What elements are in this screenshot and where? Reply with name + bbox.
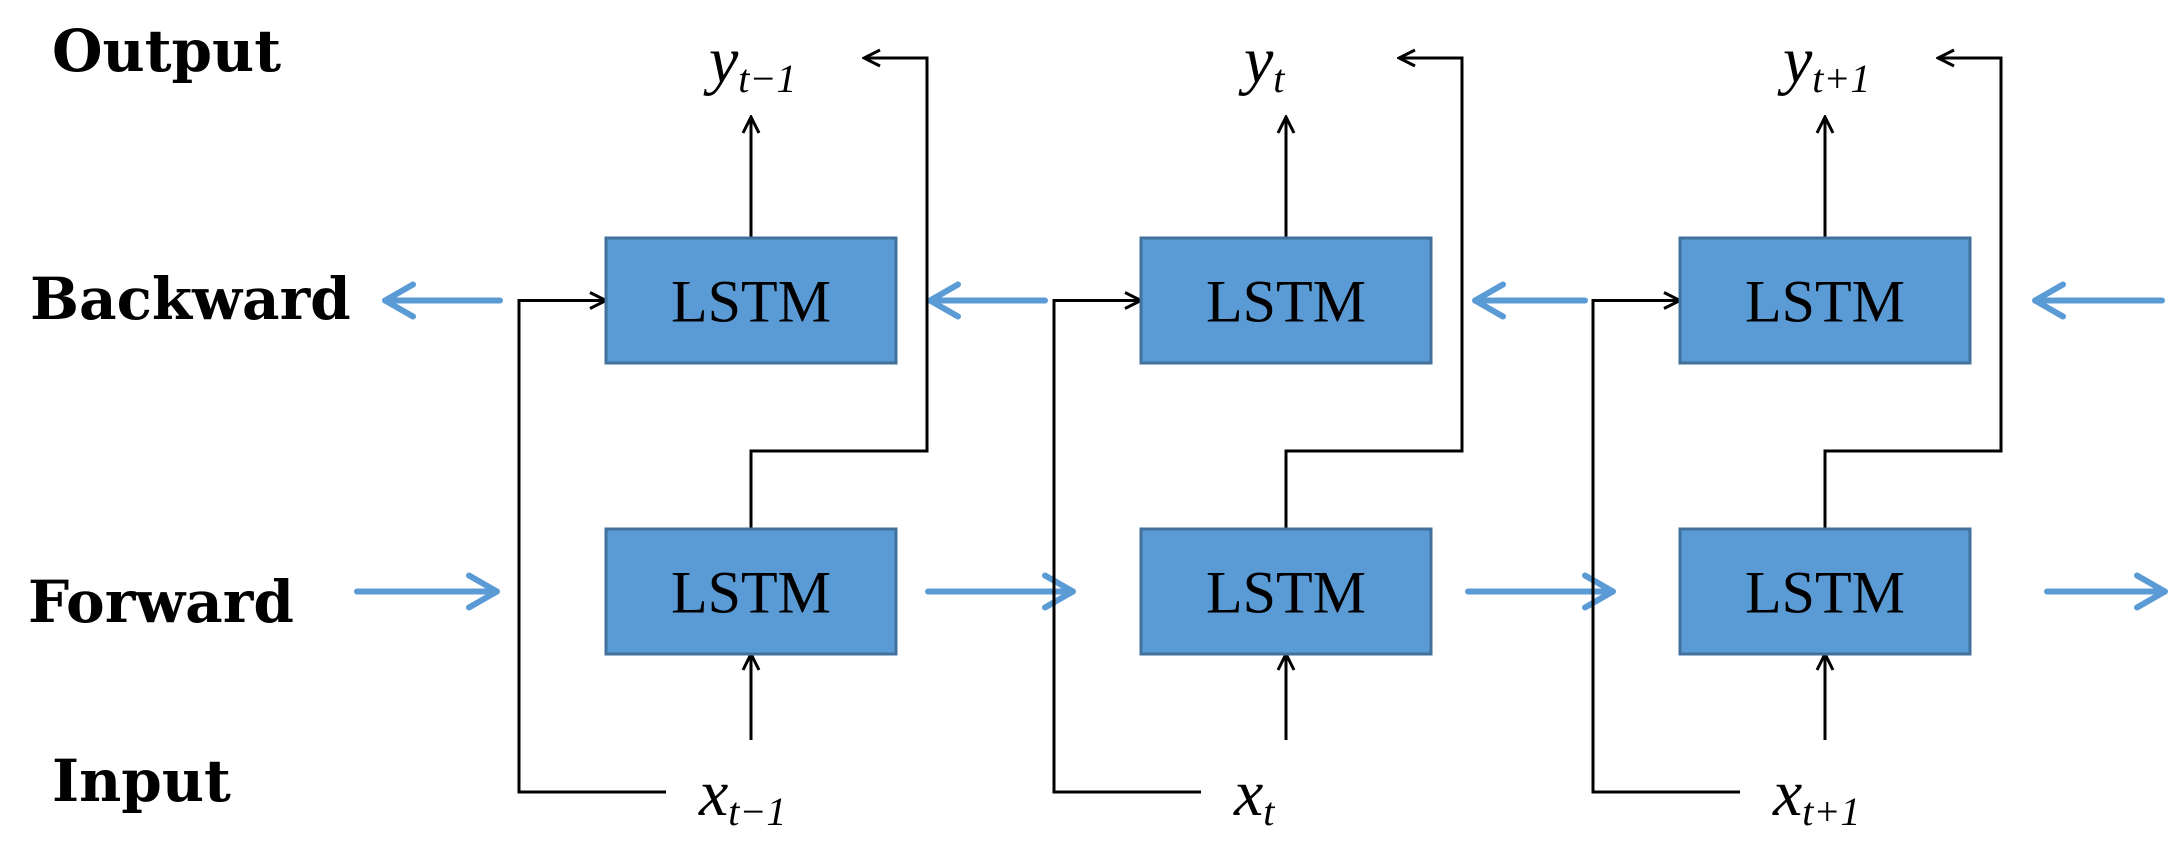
row-label-forward: Forward [28, 568, 294, 636]
output-symbol-1: yt−1 [703, 24, 796, 101]
lstm-forward-box-3 [1678, 527, 1972, 656]
row-label-input: Input [52, 747, 231, 815]
lstm-forward-label-1: LSTM [671, 560, 831, 626]
lstm-forward-box-1 [604, 527, 898, 656]
lstm-forward-label-2: LSTM [1206, 560, 1366, 626]
lstm-backward-label-2: LSTM [1206, 269, 1366, 335]
lstm-backward-label-1: LSTM [671, 269, 831, 335]
lstm-backward-box-2 [1139, 236, 1433, 365]
output-symbol-2: yt [1238, 24, 1285, 101]
forward-to-output-connector-2 [1284, 58, 1464, 529]
input-to-backward-connector-1 [517, 301, 666, 794]
forward-to-output-connector-1 [749, 58, 929, 529]
input-to-backward-connector-3 [1591, 301, 1740, 794]
input-symbol-2: xt [1233, 757, 1275, 834]
output-symbol-3: yt+1 [1777, 24, 1870, 101]
lstm-backward-box-1 [604, 236, 898, 365]
lstm-forward-label-3: LSTM [1745, 560, 1905, 626]
forward-to-output-connector-3 [1823, 58, 2003, 529]
input-to-backward-connector-2 [1052, 301, 1201, 794]
lstm-backward-label-3: LSTM [1745, 269, 1905, 335]
input-symbol-1: xt−1 [698, 757, 786, 834]
lstm-backward-box-3 [1678, 236, 1972, 365]
row-label-output: Output [52, 17, 281, 85]
input-symbol-3: xt+1 [1772, 757, 1860, 834]
row-label-backward: Backward [30, 265, 351, 333]
lstm-forward-box-2 [1139, 527, 1433, 656]
